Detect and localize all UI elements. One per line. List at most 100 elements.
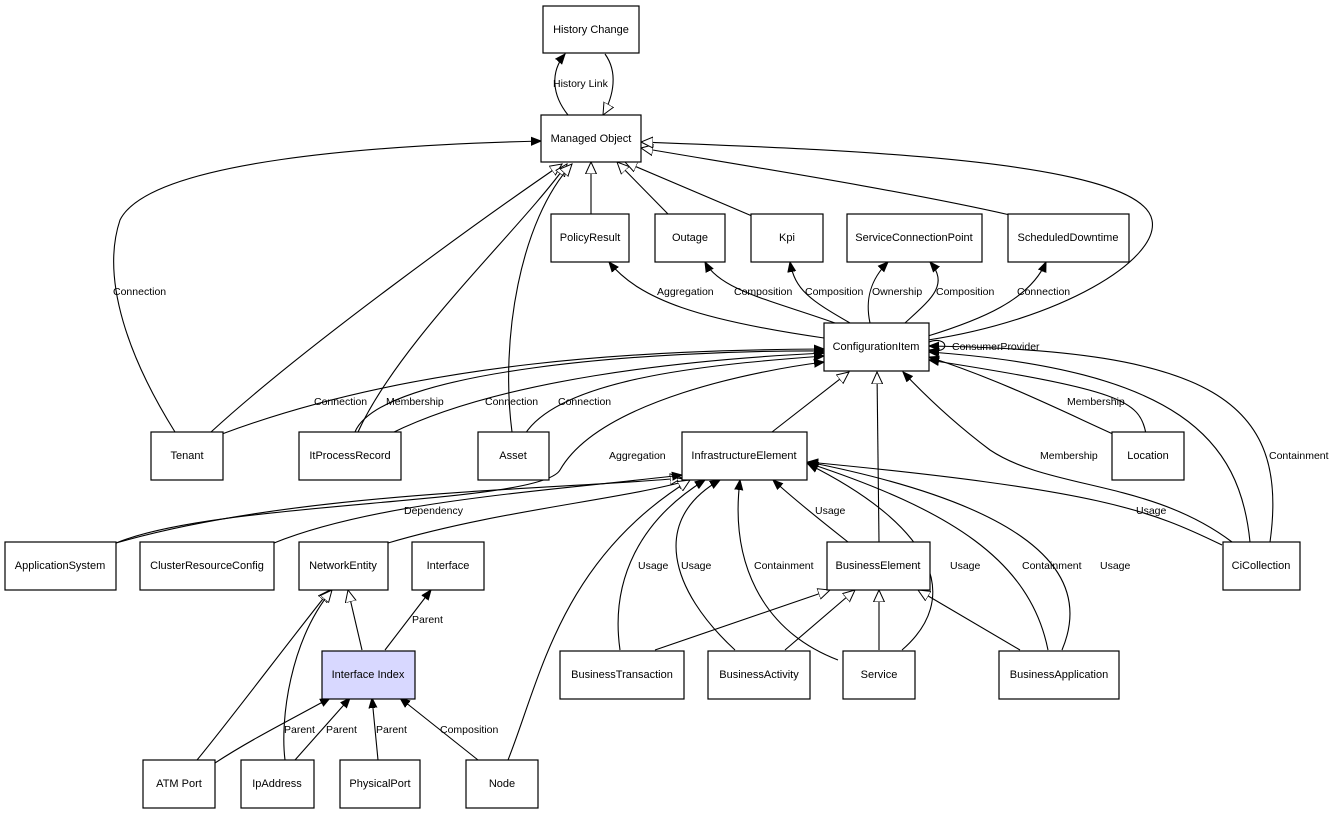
label-ci-kpi-composition: Composition	[805, 286, 864, 298]
edge-ci-scp-ownership	[867, 262, 888, 324]
node-ip-address[interactable]: IpAddress	[240, 759, 315, 809]
node-label: Tenant	[170, 450, 203, 462]
node-kpi[interactable]: Kpi	[750, 213, 824, 263]
label-bt-ie-usage: Usage	[638, 560, 669, 572]
node-configuration-item[interactable]: ConfigurationItem	[823, 322, 930, 372]
edge-atm-ii	[214, 698, 330, 764]
node-business-transaction[interactable]: BusinessTransaction	[559, 650, 685, 700]
node-label: ItProcessRecord	[309, 450, 390, 462]
edge-cicoll-ci-cont2	[929, 346, 1274, 543]
edge-history-link	[554, 54, 569, 116]
node-ci-collection[interactable]: CiCollection	[1222, 541, 1301, 591]
node-managed-object[interactable]: Managed Object	[540, 114, 642, 163]
edge-ci-outage	[705, 262, 836, 324]
label-ii-interface-parent: Parent	[412, 614, 443, 626]
edge-asset-ci	[524, 356, 824, 435]
node-label: PhysicalPort	[349, 778, 410, 790]
label-ci-sd-connection: Connection	[1017, 286, 1070, 298]
edges	[113, 54, 1274, 764]
edge-kpi-to-mo	[625, 162, 753, 217]
edge-be-ci	[877, 372, 879, 543]
label-bapp-ie-containment: Containment	[1022, 560, 1082, 572]
edge-bapp-ie-usage	[808, 462, 1071, 651]
edge-appsys-ie	[115, 478, 682, 544]
edge-sd-to-mo	[641, 148, 1011, 216]
edge-ii-network	[348, 590, 363, 651]
node-label: Interface Index	[332, 669, 405, 681]
node-history-change[interactable]: History Change	[542, 5, 640, 54]
edge-ip-ii	[294, 698, 350, 761]
label-location-ci-membership: Membership	[1067, 396, 1125, 408]
node-tenant[interactable]: Tenant	[150, 431, 224, 481]
label-ci-scp-ownership: Ownership	[872, 286, 922, 298]
label-pp-ii-parent: Parent	[376, 724, 407, 736]
node-label: Managed Object	[551, 133, 632, 145]
label-ba-ie-usage: Usage	[681, 560, 712, 572]
node-label: IpAddress	[252, 778, 302, 790]
edge-node-ie	[507, 480, 690, 761]
edge-ci-scp-composition	[904, 262, 938, 324]
edge-itpr-ci	[354, 351, 824, 433]
node-asset[interactable]: Asset	[477, 431, 550, 481]
edge-ba-be	[784, 590, 855, 651]
node-business-activity[interactable]: BusinessActivity	[707, 650, 811, 700]
edge-location-ci	[929, 360, 1147, 435]
node-label: NetworkEntity	[309, 560, 377, 572]
node-label: BusinessTransaction	[571, 669, 673, 681]
edge-pp-ii	[372, 698, 379, 761]
edge-itpr-ci-conn	[391, 353, 824, 434]
edge-bapp-be	[918, 590, 1021, 651]
node-policy-result[interactable]: PolicyResult	[550, 213, 630, 263]
edge-ci-to-mo	[641, 142, 1153, 341]
label-service-ie-usage: Usage	[950, 560, 981, 572]
node-label: Outage	[672, 232, 708, 244]
node-label: ClusterResourceConfig	[150, 560, 264, 572]
node-label: Node	[489, 778, 515, 790]
node-interface[interactable]: Interface	[411, 541, 485, 591]
node-node[interactable]: Node	[465, 759, 539, 809]
node-it-process-record[interactable]: ItProcessRecord	[298, 431, 402, 481]
node-outage[interactable]: Outage	[654, 213, 726, 263]
edge-bapp-ie-cont	[808, 463, 1049, 651]
label-tenant-ci-connection: Connection	[314, 396, 367, 408]
edge-network-ie	[387, 480, 690, 544]
node-infrastructure-element[interactable]: InfrastructureElement	[681, 431, 808, 481]
node-label: Service	[861, 669, 898, 681]
node-location[interactable]: Location	[1111, 431, 1185, 481]
node-scheduled-downtime[interactable]: ScheduledDowntime	[1007, 213, 1130, 263]
node-service[interactable]: Service	[842, 650, 916, 700]
edge-be-ie	[773, 480, 849, 543]
node-label: ScheduledDowntime	[1018, 232, 1119, 244]
node-physical-port[interactable]: PhysicalPort	[339, 759, 421, 809]
label-ci-scp-composition: Composition	[936, 286, 995, 298]
node-label: History Change	[553, 24, 629, 36]
node-network-entity[interactable]: NetworkEntity	[298, 541, 389, 591]
node-service-connection-point[interactable]: ServiceConnectionPoint	[846, 213, 983, 263]
node-label: BusinessElement	[836, 560, 921, 572]
edge-atm-network	[196, 590, 330, 761]
node-label: Asset	[499, 450, 527, 462]
edge-cicoll-ci-cont	[929, 352, 1251, 543]
node-application-system[interactable]: ApplicationSystem	[4, 541, 117, 591]
label-asset-ci-connection: Connection	[558, 396, 611, 408]
label-cicoll-ci-membership: Membership	[1040, 450, 1098, 462]
node-label: Location	[1127, 450, 1169, 462]
node-interface-index[interactable]: Interface Index	[321, 650, 416, 700]
label-cicoll-ie-usage: Usage	[1136, 505, 1167, 517]
node-label: ATM Port	[156, 778, 202, 790]
node-label: ServiceConnectionPoint	[855, 232, 972, 244]
nodes: History Change Managed Object PolicyResu…	[4, 5, 1301, 809]
node-atm-port[interactable]: ATM Port	[142, 759, 216, 809]
label-atm-ii-parent: Parent	[284, 724, 315, 736]
node-business-element[interactable]: BusinessElement	[826, 541, 931, 591]
label-cluster-ie-dependency: Dependency	[404, 505, 464, 517]
node-business-application[interactable]: BusinessApplication	[998, 650, 1120, 700]
label-history-link: History Link	[553, 78, 609, 90]
node-label: BusinessActivity	[719, 669, 799, 681]
edge-ie-ci	[771, 372, 849, 433]
node-label: ConfigurationItem	[833, 341, 920, 353]
node-label: Kpi	[779, 232, 795, 244]
edge-labels: History Link Connection Aggregation Comp…	[113, 78, 1329, 736]
node-cluster-resource-config[interactable]: ClusterResourceConfig	[139, 541, 275, 591]
